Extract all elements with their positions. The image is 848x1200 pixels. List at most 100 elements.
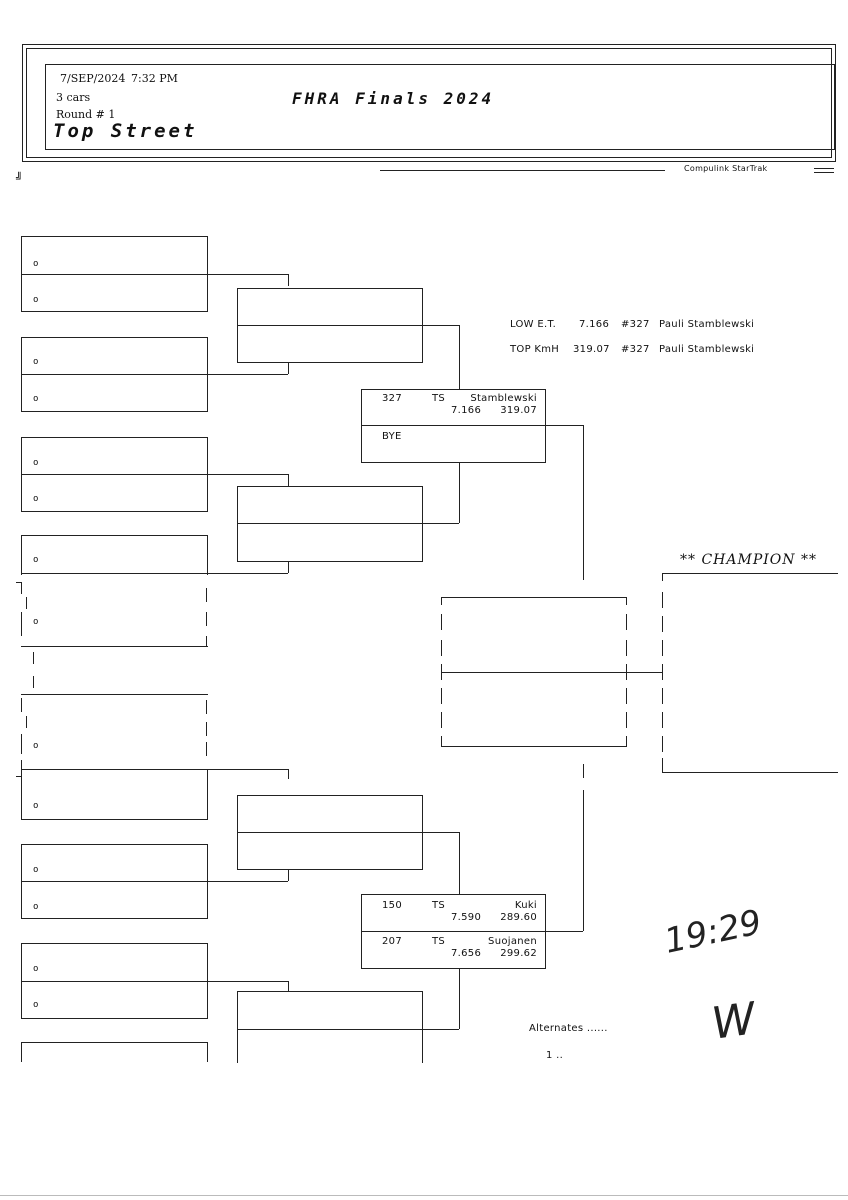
champion-edge <box>662 592 663 608</box>
connector <box>459 462 460 523</box>
record-low-et-driver: Pauli Stamblewski <box>659 319 755 330</box>
connector <box>208 881 288 882</box>
dash-line <box>21 760 22 776</box>
final-edge <box>441 597 442 605</box>
semifinal-top <box>361 389 546 463</box>
connector <box>288 474 289 486</box>
round-number: Round # 1 <box>56 108 116 121</box>
champion-edge <box>662 573 663 581</box>
page-bottom-rule <box>0 1195 848 1196</box>
alternates-first: 1 .. <box>546 1050 564 1061</box>
champion-edge <box>662 640 663 656</box>
r1-marker: o <box>33 394 39 404</box>
sf1-lane1-et: 7.166 <box>451 405 482 416</box>
connector <box>583 425 584 580</box>
final-edge <box>441 640 442 656</box>
final-edge <box>626 688 627 704</box>
final-top <box>441 597 627 598</box>
connector <box>546 425 583 426</box>
r1-box-2-divider <box>21 374 208 375</box>
dash-line <box>16 582 22 583</box>
record-top-speed-car: #327 <box>621 344 650 355</box>
r1-box-3-divider <box>21 474 208 475</box>
connector <box>288 274 289 286</box>
header-outer-frame <box>22 44 836 162</box>
r1-marker: o <box>33 259 39 269</box>
connector <box>208 374 288 375</box>
connector <box>208 274 288 275</box>
connector <box>288 362 289 374</box>
handwritten-time: 19:29 <box>660 902 766 962</box>
r2-box-4-edge <box>237 991 238 1063</box>
champion-top <box>662 573 838 574</box>
sf1-lane1-name: Stamblewski <box>470 393 537 404</box>
connector <box>583 790 584 931</box>
final-edge <box>626 597 627 605</box>
r1-marker: o <box>33 295 39 305</box>
sf1-lane1-speed: 319.07 <box>500 405 537 416</box>
connector <box>208 981 288 982</box>
final-edge <box>441 736 442 746</box>
r2-box-4-top <box>237 991 423 992</box>
final-to-champion <box>627 672 662 673</box>
record-top-speed-value: 319.07 <box>573 344 610 355</box>
connector <box>288 769 289 779</box>
dash-line <box>206 588 207 602</box>
sf2-lane2-class: TS <box>432 936 446 947</box>
connector <box>208 573 288 574</box>
sf2-lane1-speed: 289.60 <box>500 912 537 923</box>
alternates-label: Alternates ...... <box>529 1023 608 1034</box>
connector <box>288 562 289 573</box>
sf2-lane1-class: TS <box>432 900 446 911</box>
r1-marker: o <box>33 865 39 875</box>
dash-line <box>33 652 34 664</box>
record-low-et-label: LOW E.T. <box>510 319 557 330</box>
r1-marker: o <box>33 357 39 367</box>
final-edge <box>441 688 442 704</box>
final-bottom <box>441 746 627 747</box>
connector <box>423 1029 459 1030</box>
dash-line <box>21 646 208 647</box>
final-edge <box>626 640 627 656</box>
corner-mark: ╝ <box>16 172 23 185</box>
dash-line <box>206 700 207 714</box>
car-count: 3 cars <box>56 91 91 104</box>
record-top-speed-label: TOP KmH <box>510 344 560 355</box>
footer-rule-right <box>814 168 834 169</box>
dash-line <box>206 612 207 626</box>
r1-marker: o <box>33 458 39 468</box>
r1-marker: o <box>33 902 39 912</box>
champion-edge <box>662 736 663 752</box>
final-edge <box>441 712 442 728</box>
r1-box-7-divider <box>21 981 208 982</box>
r1-marker: o <box>33 801 39 811</box>
connector <box>459 325 460 389</box>
dash-line <box>33 676 34 688</box>
dash-line <box>21 698 22 712</box>
r1-box-5 <box>21 769 208 820</box>
r1-box-5-divider <box>21 769 208 770</box>
sf1-lane2-bye: BYE <box>382 431 402 442</box>
connector <box>459 969 460 1029</box>
connector <box>546 931 583 932</box>
r1-box-8-top <box>21 1042 208 1043</box>
final-edge <box>626 664 627 680</box>
r1-box-4 <box>21 535 208 575</box>
footer-rule-left <box>380 170 665 171</box>
connector <box>459 832 460 894</box>
connector <box>423 832 459 833</box>
header-content-frame <box>45 64 835 150</box>
sf1-lane1-car: 327 <box>382 393 402 404</box>
champion-edge <box>662 758 663 772</box>
sf2-lane2-car: 207 <box>382 936 402 947</box>
connector <box>423 325 459 326</box>
connector <box>423 523 459 524</box>
dash-line <box>16 776 22 777</box>
handwritten-initials: W <box>708 993 759 1050</box>
r2-box-1-divider <box>237 325 423 326</box>
connector <box>208 769 288 770</box>
semifinal-top-divider <box>361 425 546 426</box>
final-edge <box>441 664 442 680</box>
record-low-et-value: 7.166 <box>579 319 610 330</box>
software-brand: Compulink StarTrak <box>684 164 768 173</box>
